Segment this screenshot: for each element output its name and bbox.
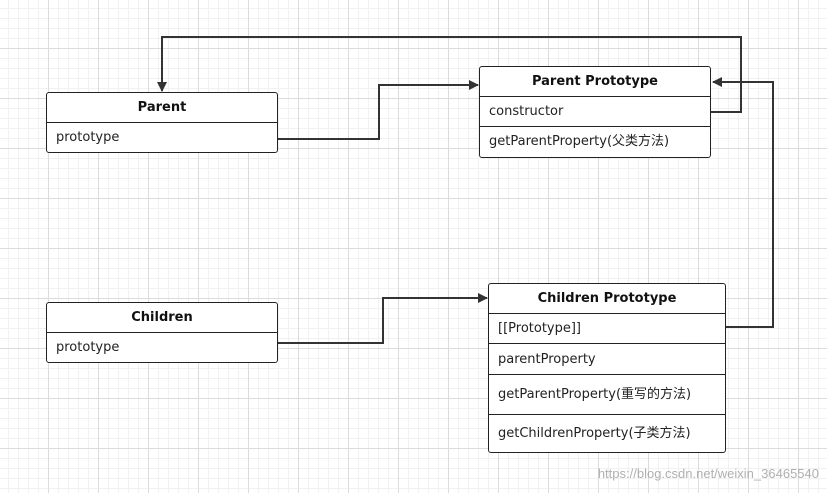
arrow-prototype-chain-to-parent-prototype bbox=[712, 77, 774, 328]
watermark: https://blog.csdn.net/weixin_36465540 bbox=[597, 466, 819, 481]
children-prototype-field: prototype bbox=[56, 340, 120, 355]
children-prototype-box: Children Prototype [[Prototype]] parentP… bbox=[488, 283, 726, 453]
get-parent-property-field: getParentProperty(父类方法) bbox=[489, 134, 670, 149]
arrow-children-to-children-prototype bbox=[278, 293, 488, 344]
parent-prototype-box: Parent Prototype constructor getParentPr… bbox=[479, 66, 711, 158]
children-class-box: Children prototype bbox=[46, 302, 278, 363]
overridden-get-parent-property-field: getParentProperty(重写的方法) bbox=[489, 375, 725, 415]
children-prototype-title: Children Prototype bbox=[489, 284, 725, 314]
internal-prototype-field: [[Prototype]] bbox=[489, 314, 725, 344]
arrow-parent-to-parent-prototype bbox=[278, 80, 479, 140]
get-children-property-field: getChildrenProperty(子类方法) bbox=[498, 426, 691, 441]
arrow-constructor-to-parent bbox=[157, 36, 742, 113]
parent-prototype-field: prototype bbox=[56, 130, 120, 145]
children-title: Children bbox=[47, 303, 277, 333]
parent-title: Parent bbox=[47, 93, 277, 123]
parent-property-field: parentProperty bbox=[489, 344, 725, 375]
parent-class-box: Parent prototype bbox=[46, 92, 278, 153]
parent-prototype-title: Parent Prototype bbox=[480, 67, 710, 97]
constructor-field: constructor bbox=[480, 97, 710, 127]
